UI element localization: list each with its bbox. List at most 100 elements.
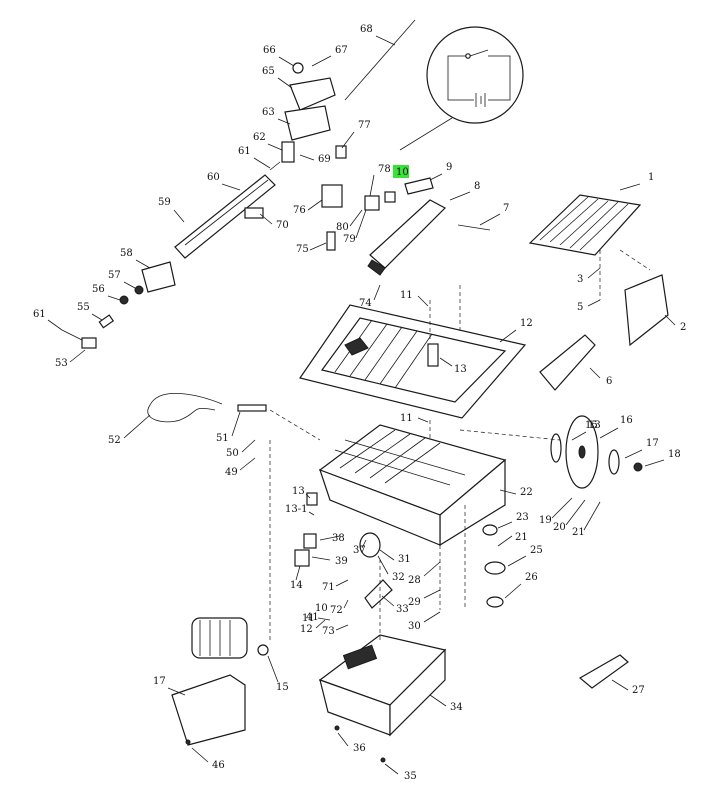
callout-number: 15 [585, 420, 598, 431]
leader-line [375, 35, 396, 46]
leader-line [587, 267, 601, 279]
fence-block-58 [141, 261, 176, 293]
leader-line [369, 174, 375, 197]
leader-line [599, 427, 619, 439]
callout-number: 63 [262, 107, 275, 118]
callout-p69: 69 [299, 154, 331, 165]
callout-p5: 5 [577, 299, 601, 313]
leader-line [319, 535, 341, 541]
leader-line [507, 555, 527, 567]
callout-p75: 75 [296, 242, 327, 255]
cover-17 [171, 674, 246, 746]
callout-p1: 1 [619, 172, 654, 191]
callout-number: 59 [158, 197, 171, 208]
callout-p30: 30 [408, 611, 441, 632]
leader-line [91, 313, 103, 321]
switch-contact-icon [465, 53, 471, 59]
callout-number: 66 [263, 45, 276, 56]
leader-line [295, 565, 301, 581]
leader-line [337, 732, 349, 747]
leader-line [587, 299, 601, 307]
callout-p53: 53 [55, 349, 86, 369]
callout-number: 72 [330, 605, 343, 616]
knob-62 [281, 141, 295, 163]
leader-line [423, 561, 441, 577]
leader-line [373, 284, 381, 301]
leader-line [307, 199, 323, 211]
callout-p13-1: 13-1 [285, 504, 315, 516]
highlight-box [393, 165, 409, 178]
callout-p20: 20 [553, 499, 586, 533]
callout-p52: 52 [108, 414, 151, 446]
callout-number: 61 [33, 309, 46, 320]
flange-17 [608, 449, 620, 475]
callout-number: 58 [120, 248, 133, 259]
callout-number: 21 [515, 532, 528, 543]
callout-p15a: 15 [585, 420, 598, 431]
callout-number: 75 [296, 244, 309, 255]
callout-number: 78 [378, 164, 391, 175]
callout-p32: 32 [377, 555, 405, 583]
leader-line [377, 555, 389, 575]
leader-line [417, 295, 429, 307]
detail-circle [426, 26, 524, 124]
callout-p27: 27 [611, 679, 645, 696]
leader-line [173, 209, 185, 223]
callout-number: 70 [276, 220, 289, 231]
callout-p60: 60 [207, 172, 241, 191]
callout-p37: 37 [353, 539, 367, 556]
callout-number: 25 [530, 545, 543, 556]
callout-p23: 23 [497, 512, 529, 529]
callout-p35: 35 [384, 763, 417, 782]
bearing-15 [257, 644, 269, 656]
wrench-27 [578, 654, 629, 689]
leader-line [277, 118, 291, 125]
leader-line [551, 497, 573, 519]
bracket-2 [624, 274, 669, 347]
callout-number: 34 [450, 702, 463, 713]
leader-line [305, 493, 311, 499]
callout-number: 68 [360, 24, 373, 35]
bolt-55 [98, 314, 115, 329]
callout-p18a: 18 [644, 449, 681, 467]
callout-number: 74 [359, 298, 372, 309]
leader-line [308, 511, 315, 516]
fence-clamp-63 [284, 105, 331, 141]
leader-line [191, 747, 209, 763]
callout-number: 17 [153, 676, 166, 687]
leader-line [278, 56, 295, 67]
callout-number: 11 [302, 613, 315, 624]
clamp-13 [306, 492, 318, 506]
callout-p21b: 21 [497, 532, 528, 547]
flange-15 [550, 433, 562, 463]
leader-line [417, 417, 429, 423]
leader-line [267, 143, 283, 151]
callout-p17a: 17 [624, 438, 659, 459]
callout-p15b: 15 [267, 655, 289, 693]
callout-p55: 55 [77, 302, 103, 321]
switch-part-10 [384, 191, 396, 203]
callout-number: 11 [400, 290, 413, 301]
callout-p13c: 13 [292, 486, 311, 499]
leader-line [317, 617, 331, 621]
cord-52 [147, 393, 223, 423]
callout-number: 56 [92, 284, 105, 295]
callout-p33: 33 [381, 595, 409, 615]
callout-number: 26 [525, 572, 538, 583]
leader-line [429, 173, 443, 181]
callout-number: 36 [353, 743, 366, 754]
callout-p8: 8 [449, 181, 480, 201]
callout-number: 62 [253, 132, 266, 143]
callout-p29: 29 [408, 589, 441, 608]
callout-number: 73 [322, 626, 335, 637]
rip-fence-assembly [61, 19, 416, 349]
callout-p10: 10 [393, 165, 409, 178]
knob-66 [292, 62, 304, 74]
leader-line [123, 414, 151, 439]
motor-assembly [171, 617, 269, 746]
callout-p38: 38 [319, 533, 345, 544]
callout-number: 13-1 [285, 504, 307, 515]
callout-p46: 46 [191, 747, 225, 771]
guide-rod-68 [344, 19, 416, 101]
callout-number: 13 [588, 420, 601, 431]
